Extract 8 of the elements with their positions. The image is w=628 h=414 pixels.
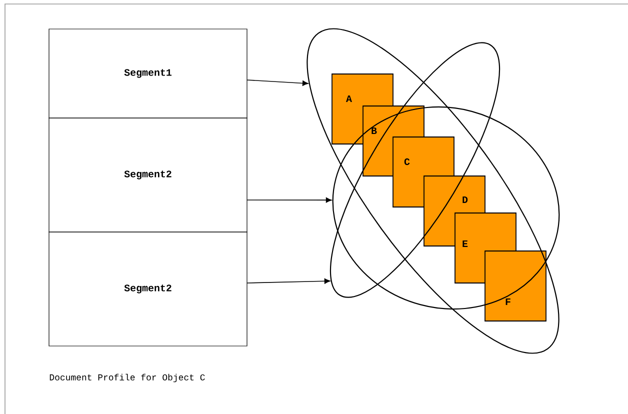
ellipse-outline xyxy=(306,28,560,354)
arrow xyxy=(246,197,332,203)
segment-box: Segment1 xyxy=(48,28,248,118)
segment-box: Segment2 xyxy=(48,118,248,232)
segment-box: Segment2 xyxy=(48,232,248,346)
arrow xyxy=(246,80,308,86)
arrow xyxy=(246,278,330,284)
caption-text: Document Profile for Object C xyxy=(50,374,205,382)
